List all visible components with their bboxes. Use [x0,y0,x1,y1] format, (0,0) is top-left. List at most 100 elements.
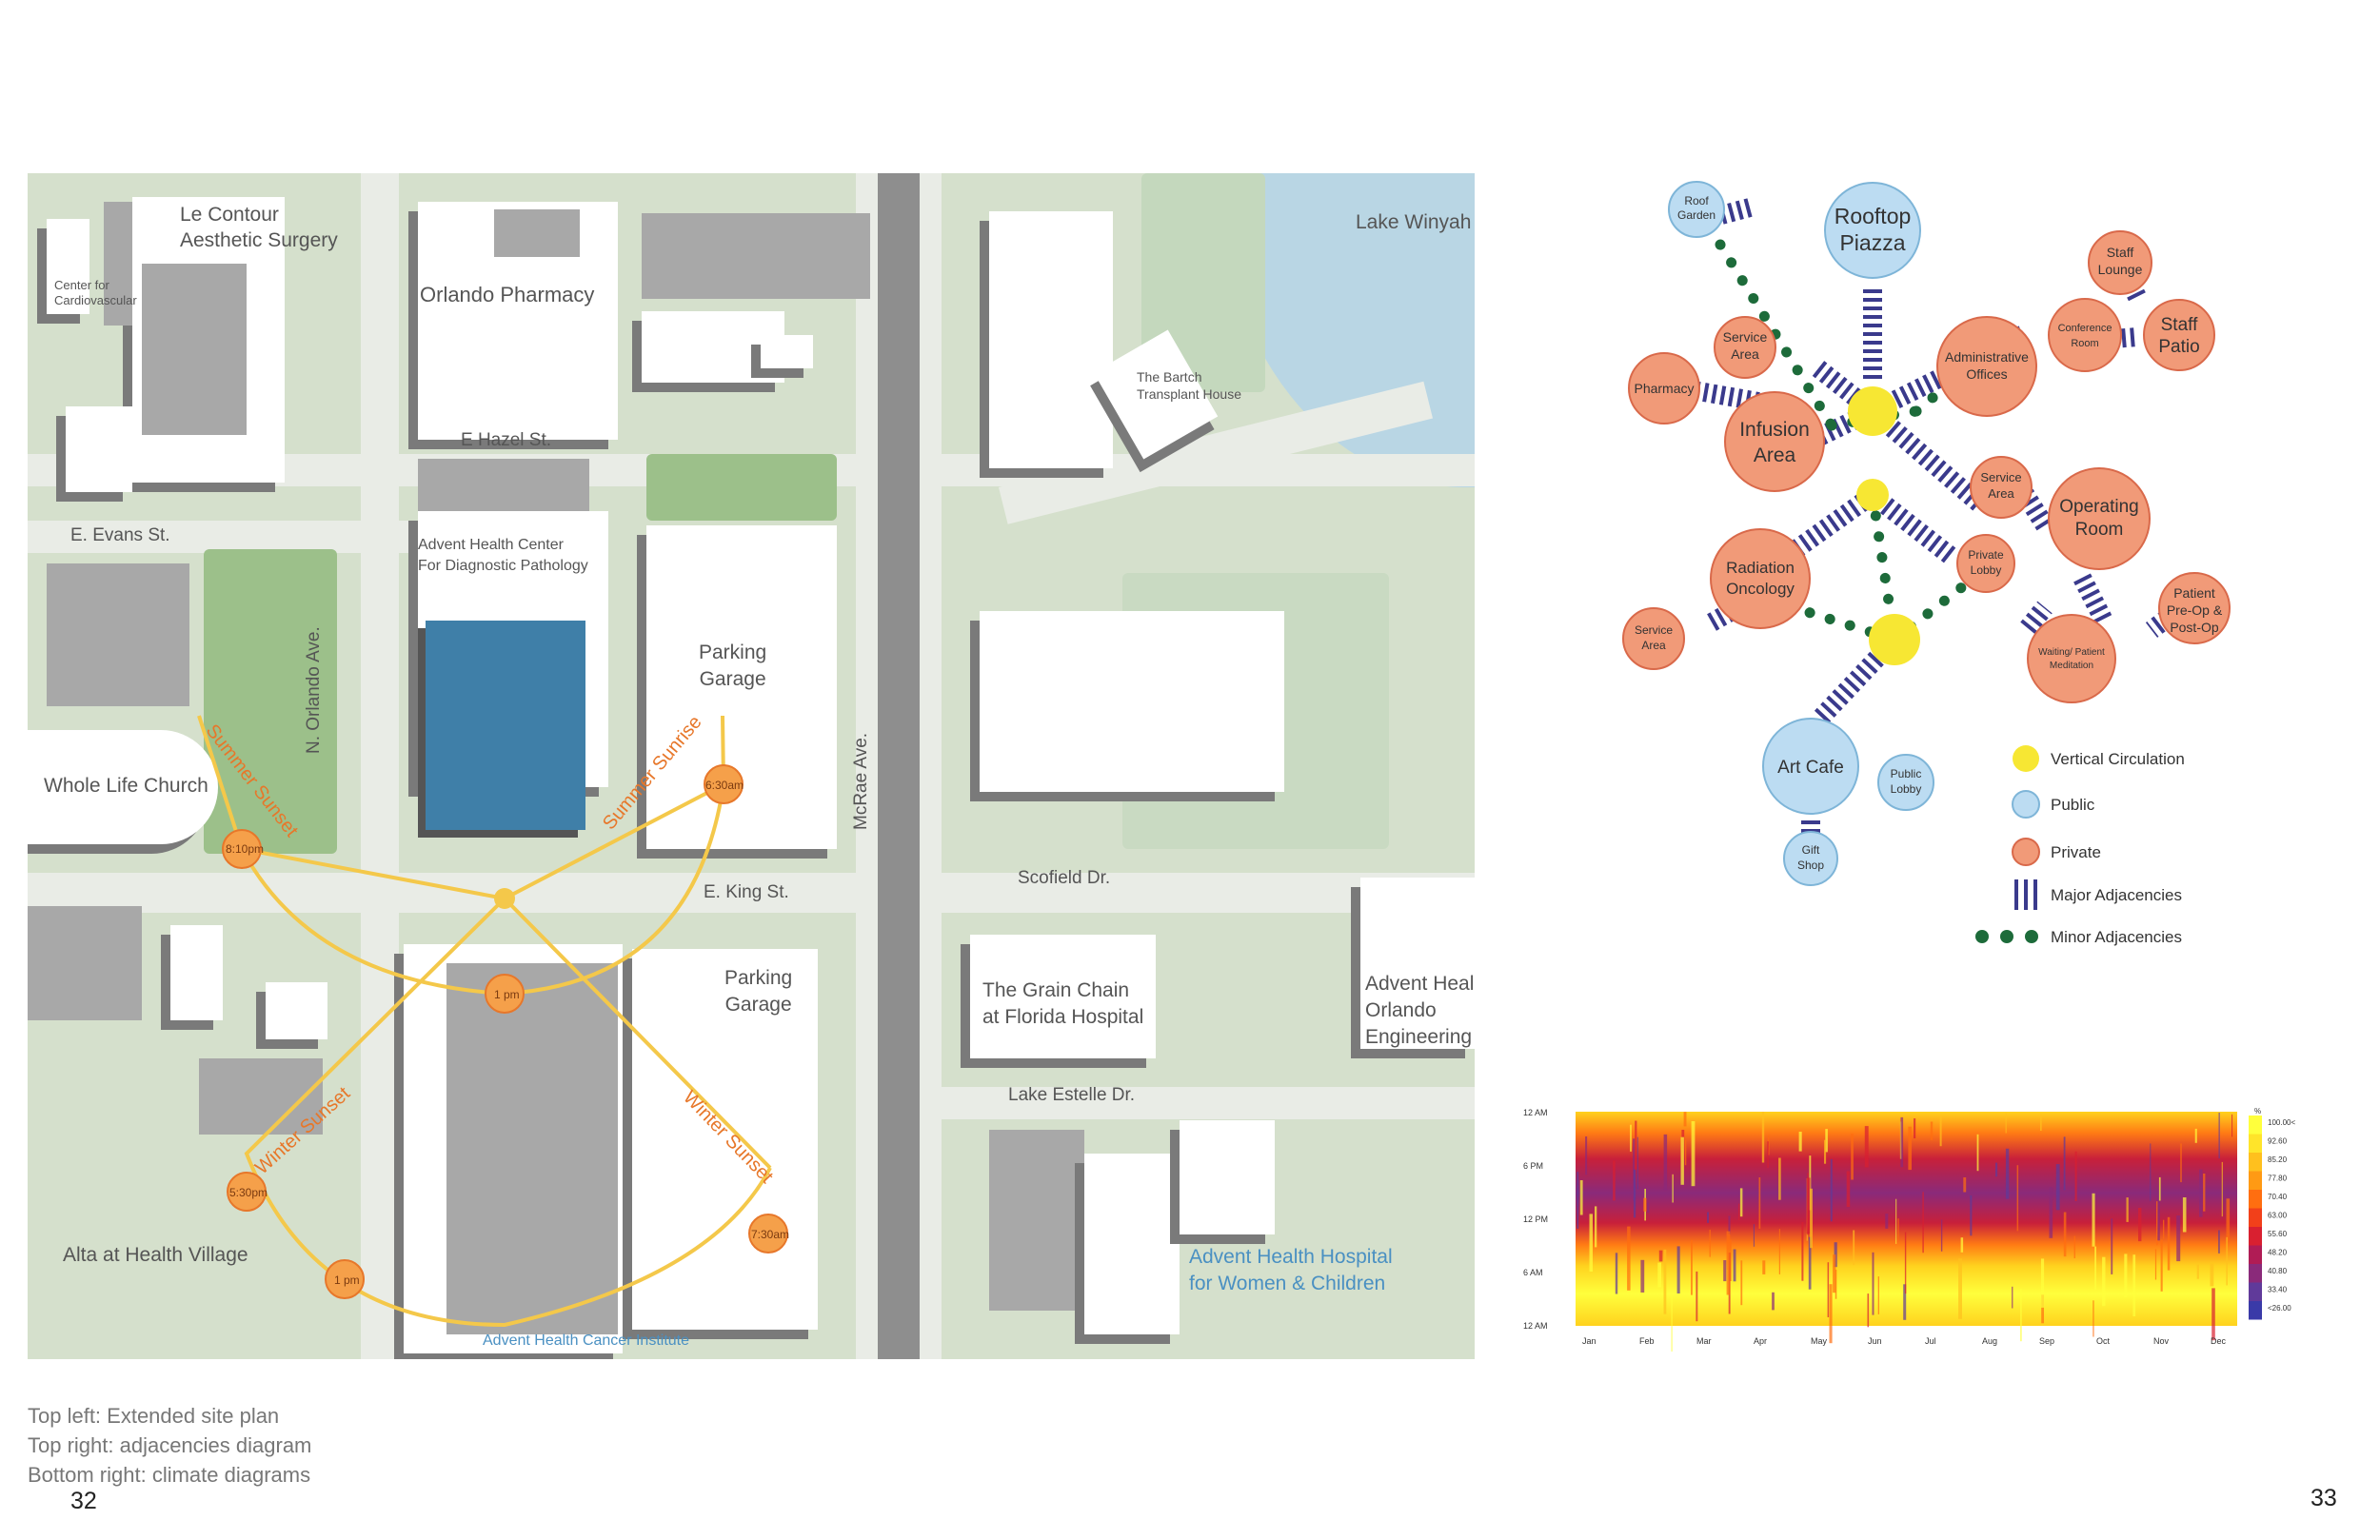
building [980,611,1284,792]
label-lake-winyah: Lake Winyah [1356,211,1472,233]
label-mcrae-ave: McRae Ave. [851,732,871,830]
building-women-children [1084,1154,1180,1334]
building [266,982,327,1039]
heatmap-cell [1798,1132,1802,1152]
heatmap-cell [2092,1193,2095,1247]
label-time-630: 6:30am [705,779,744,792]
heatmap-cell [1872,1252,1874,1315]
heatmap-cell [1778,1229,1780,1274]
heatmap-cell [1853,1230,1855,1266]
heatmap-cell [2012,1286,2013,1309]
estelle-road [942,1087,1475,1119]
label-orlando-ave: N. Orlando Ave. [304,626,324,754]
heatmap-cell [1827,1262,1830,1317]
label-scofield-dr: Scofield Dr. [1018,868,1111,888]
scale-label: 63.00 [2268,1212,2288,1220]
heatmap-cell [1658,1250,1663,1262]
heatmap-stripes [1577,1112,2233,1352]
scale-label: <26.00 [2268,1304,2291,1313]
sun-center-marker [494,888,515,909]
label-whole-life-church: Whole Life Church [44,775,208,797]
x-tick: Feb [1639,1336,1655,1346]
building [1180,1120,1275,1234]
heatmap-cell [1829,1284,1833,1344]
heatmap-cell [2040,1258,2045,1308]
sun-marker-630 [704,764,744,804]
heatmap-cell [1914,1118,1916,1138]
heatmap-cell [1691,1121,1696,1187]
label-parking-garage-2: Parking Garage [724,967,793,1016]
heatmap-cell [2124,1254,2128,1298]
scale-label: 33.40 [2268,1286,2288,1294]
heatmap-cell [2016,1165,2019,1232]
building-roof [104,202,132,326]
scale-swatch [2249,1282,2262,1301]
heatmap-cell [2231,1114,2233,1137]
legend-major-label: Major Adjacencies [2051,886,2182,904]
y-tick: 6 PM [1523,1161,1543,1171]
heatmap-cell [1762,1260,1766,1274]
heatmap-cell [1851,1134,1854,1180]
label-cancer-institute: Advent Health Cancer Institute [483,1333,690,1349]
orlando-ave-road [361,173,399,1359]
heatmap-cell [1635,1120,1637,1170]
heatmap-cell [1908,1126,1912,1171]
heatmap-cell [1808,1236,1812,1290]
heatmap-field [1576,1112,2237,1326]
heatmap-cell [2132,1254,2136,1316]
label-parking-garage: Parking Garage [699,642,767,690]
heatmap-cell [2150,1143,2152,1201]
heatmap-cell [2102,1256,2106,1307]
heatmap-cell [1867,1293,1870,1328]
heatmap-cell [1761,1112,1765,1163]
heatmap-cell [1768,1135,1770,1155]
heatmap-cell [2196,1264,2199,1279]
scale-label: 92.60 [2268,1137,2288,1146]
heatmap-cell [2163,1219,2165,1239]
heatmap-cell [1663,1249,1667,1314]
building-roof [446,963,618,1334]
y-tick: 6 AM [1523,1268,1543,1277]
label-le-contour: Le Contour Aesthetic Surgery [180,204,338,251]
scale-swatch [2249,1301,2262,1320]
heatmap-cell [2226,1236,2228,1286]
sun-marker-730 [748,1214,788,1254]
sun-marker-530 [227,1172,267,1212]
heatmap-cell [1900,1116,1904,1168]
building-engineering [1360,878,1475,1049]
heatmap-cell [1613,1160,1616,1201]
heatmap-cell [2194,1128,2197,1143]
heatmap-cell [1903,1284,1907,1320]
heatmap-cell [1630,1124,1632,1152]
heatmap-cell [2111,1218,2113,1274]
heatmap-cell [1753,1224,1755,1247]
heatmap-cell [2040,1114,2042,1131]
heatmap-cell [2210,1263,2214,1287]
heatmap-cell [1676,1246,1680,1293]
heatmap-cell [1970,1194,1973,1236]
scale-swatch [2249,1264,2262,1283]
heatmap-cell [1995,1162,1998,1177]
heatmap-cell [1723,1260,1727,1282]
heatmap-cell [1733,1249,1736,1282]
heatmap-cell [1657,1262,1661,1288]
legend-private-label: Private [2051,843,2101,861]
site-plan-map: Le Contour Aesthetic Surgery Center for … [28,173,1475,1359]
heatmap-cell [2020,1288,2022,1342]
heatmap-cell [1825,1129,1828,1153]
heatmap-cell [1772,1292,1775,1311]
heatmap-cell [1830,1158,1833,1222]
x-tick: Aug [1982,1336,1997,1346]
building [170,925,223,1020]
building [989,211,1113,468]
x-tick: Mar [1696,1336,1712,1346]
scale-swatch [2249,1190,2262,1209]
heatmap-cell [1589,1214,1593,1272]
scale-label: 48.20 [2268,1249,2288,1257]
